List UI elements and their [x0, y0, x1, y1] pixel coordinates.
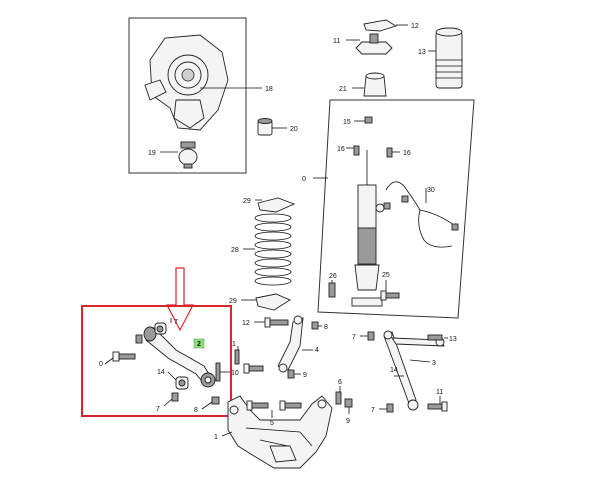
- callout-13: 13: [449, 336, 457, 343]
- callout-27: 19: [148, 150, 156, 157]
- callout-8b: 8: [324, 324, 328, 331]
- bolt-part: [234, 349, 240, 365]
- bolt-part: [215, 362, 221, 382]
- callout-21: 26: [329, 273, 337, 280]
- callout-20: 25: [382, 272, 390, 279]
- bolt-part: [427, 334, 443, 341]
- bolt-part: [246, 400, 269, 411]
- jounce-bumper-part: [363, 72, 387, 97]
- bolt-part: [353, 145, 360, 156]
- callout-6: 6: [338, 379, 342, 386]
- nut-part: [171, 392, 179, 402]
- bolt-part: [328, 282, 336, 298]
- highlight-box: [81, 305, 232, 417]
- callout-9b: 9: [346, 418, 350, 425]
- callout-16a: 16: [337, 146, 345, 153]
- callout-4: 4: [315, 347, 319, 354]
- shock-bracket-part: [351, 297, 383, 307]
- callout-16b: 16: [403, 150, 411, 157]
- callout-8a: 7: [352, 334, 356, 341]
- upper-mount-plate-part: [363, 19, 398, 32]
- callout-24: 29: [243, 198, 251, 205]
- bolt-part: [112, 351, 136, 362]
- nut-part: [135, 334, 143, 344]
- strut-mount-part: [355, 33, 393, 55]
- nut-part: [287, 369, 295, 379]
- nut-part: [344, 398, 353, 408]
- callout-7a: 7: [174, 319, 178, 326]
- shock-absorber-part: [354, 150, 385, 291]
- callout-19: 13: [418, 49, 426, 56]
- callout-11: 11: [436, 389, 443, 396]
- callout-25: 29: [229, 298, 237, 305]
- bolt-part: [427, 401, 448, 412]
- callout-7c: 7: [371, 407, 375, 414]
- nut-part: [311, 321, 319, 330]
- spring-seat-lower-part: [255, 293, 291, 311]
- callout-7b: 7: [156, 406, 160, 413]
- callout-2: 2: [197, 341, 201, 348]
- nut-part: [211, 396, 220, 405]
- bolt-part: [386, 147, 393, 158]
- callout-9a: 8: [194, 407, 198, 414]
- callout-9c: 9: [303, 372, 307, 379]
- callout-3: 3: [432, 360, 436, 367]
- callout-1: 1: [214, 434, 218, 441]
- spring-seat-upper-part: [257, 197, 296, 213]
- wiring-harness-part: [383, 181, 459, 248]
- callout-15: 0: [302, 176, 306, 183]
- callout-17: 11: [333, 38, 340, 45]
- callout-5: 5: [270, 420, 274, 427]
- bolt-part: [335, 391, 342, 405]
- dust-boot-part: [435, 27, 463, 89]
- knuckle-part: [144, 34, 229, 131]
- callout-1b: 1: [232, 341, 236, 348]
- nut-part: [364, 116, 373, 124]
- callout-0: 0: [99, 361, 103, 368]
- nut-part: [386, 403, 394, 413]
- bushing-part: [257, 118, 273, 136]
- bushing-part: [175, 376, 189, 390]
- bushing-part: [154, 322, 167, 335]
- highlight-arrow: [166, 267, 194, 332]
- callout-10: 10: [231, 370, 239, 377]
- lower-control-arm-part: [143, 326, 216, 388]
- callout-14a: 14: [157, 369, 165, 376]
- callout-22: 15: [343, 119, 351, 126]
- callout-12: 12: [242, 320, 250, 327]
- subframe-part: [227, 395, 333, 469]
- bolt-part: [279, 400, 302, 411]
- callout-29: 21: [339, 86, 347, 93]
- shock-inset-box: [317, 99, 475, 319]
- ball-joint-part: [178, 141, 198, 169]
- callout-2-badge: [193, 338, 205, 349]
- callout-18: 12: [411, 23, 419, 30]
- nut-part: [367, 331, 375, 341]
- coil-spring-part: [254, 213, 292, 286]
- callout-26: 18: [265, 86, 273, 93]
- bolt-part: [243, 363, 264, 374]
- callout-30: 30: [427, 187, 435, 194]
- callout-14b: 14: [390, 367, 398, 374]
- callout-28: 20: [290, 126, 298, 133]
- callout-23: 28: [231, 247, 239, 254]
- bolt-part: [380, 290, 400, 301]
- bolt-part: [264, 317, 289, 328]
